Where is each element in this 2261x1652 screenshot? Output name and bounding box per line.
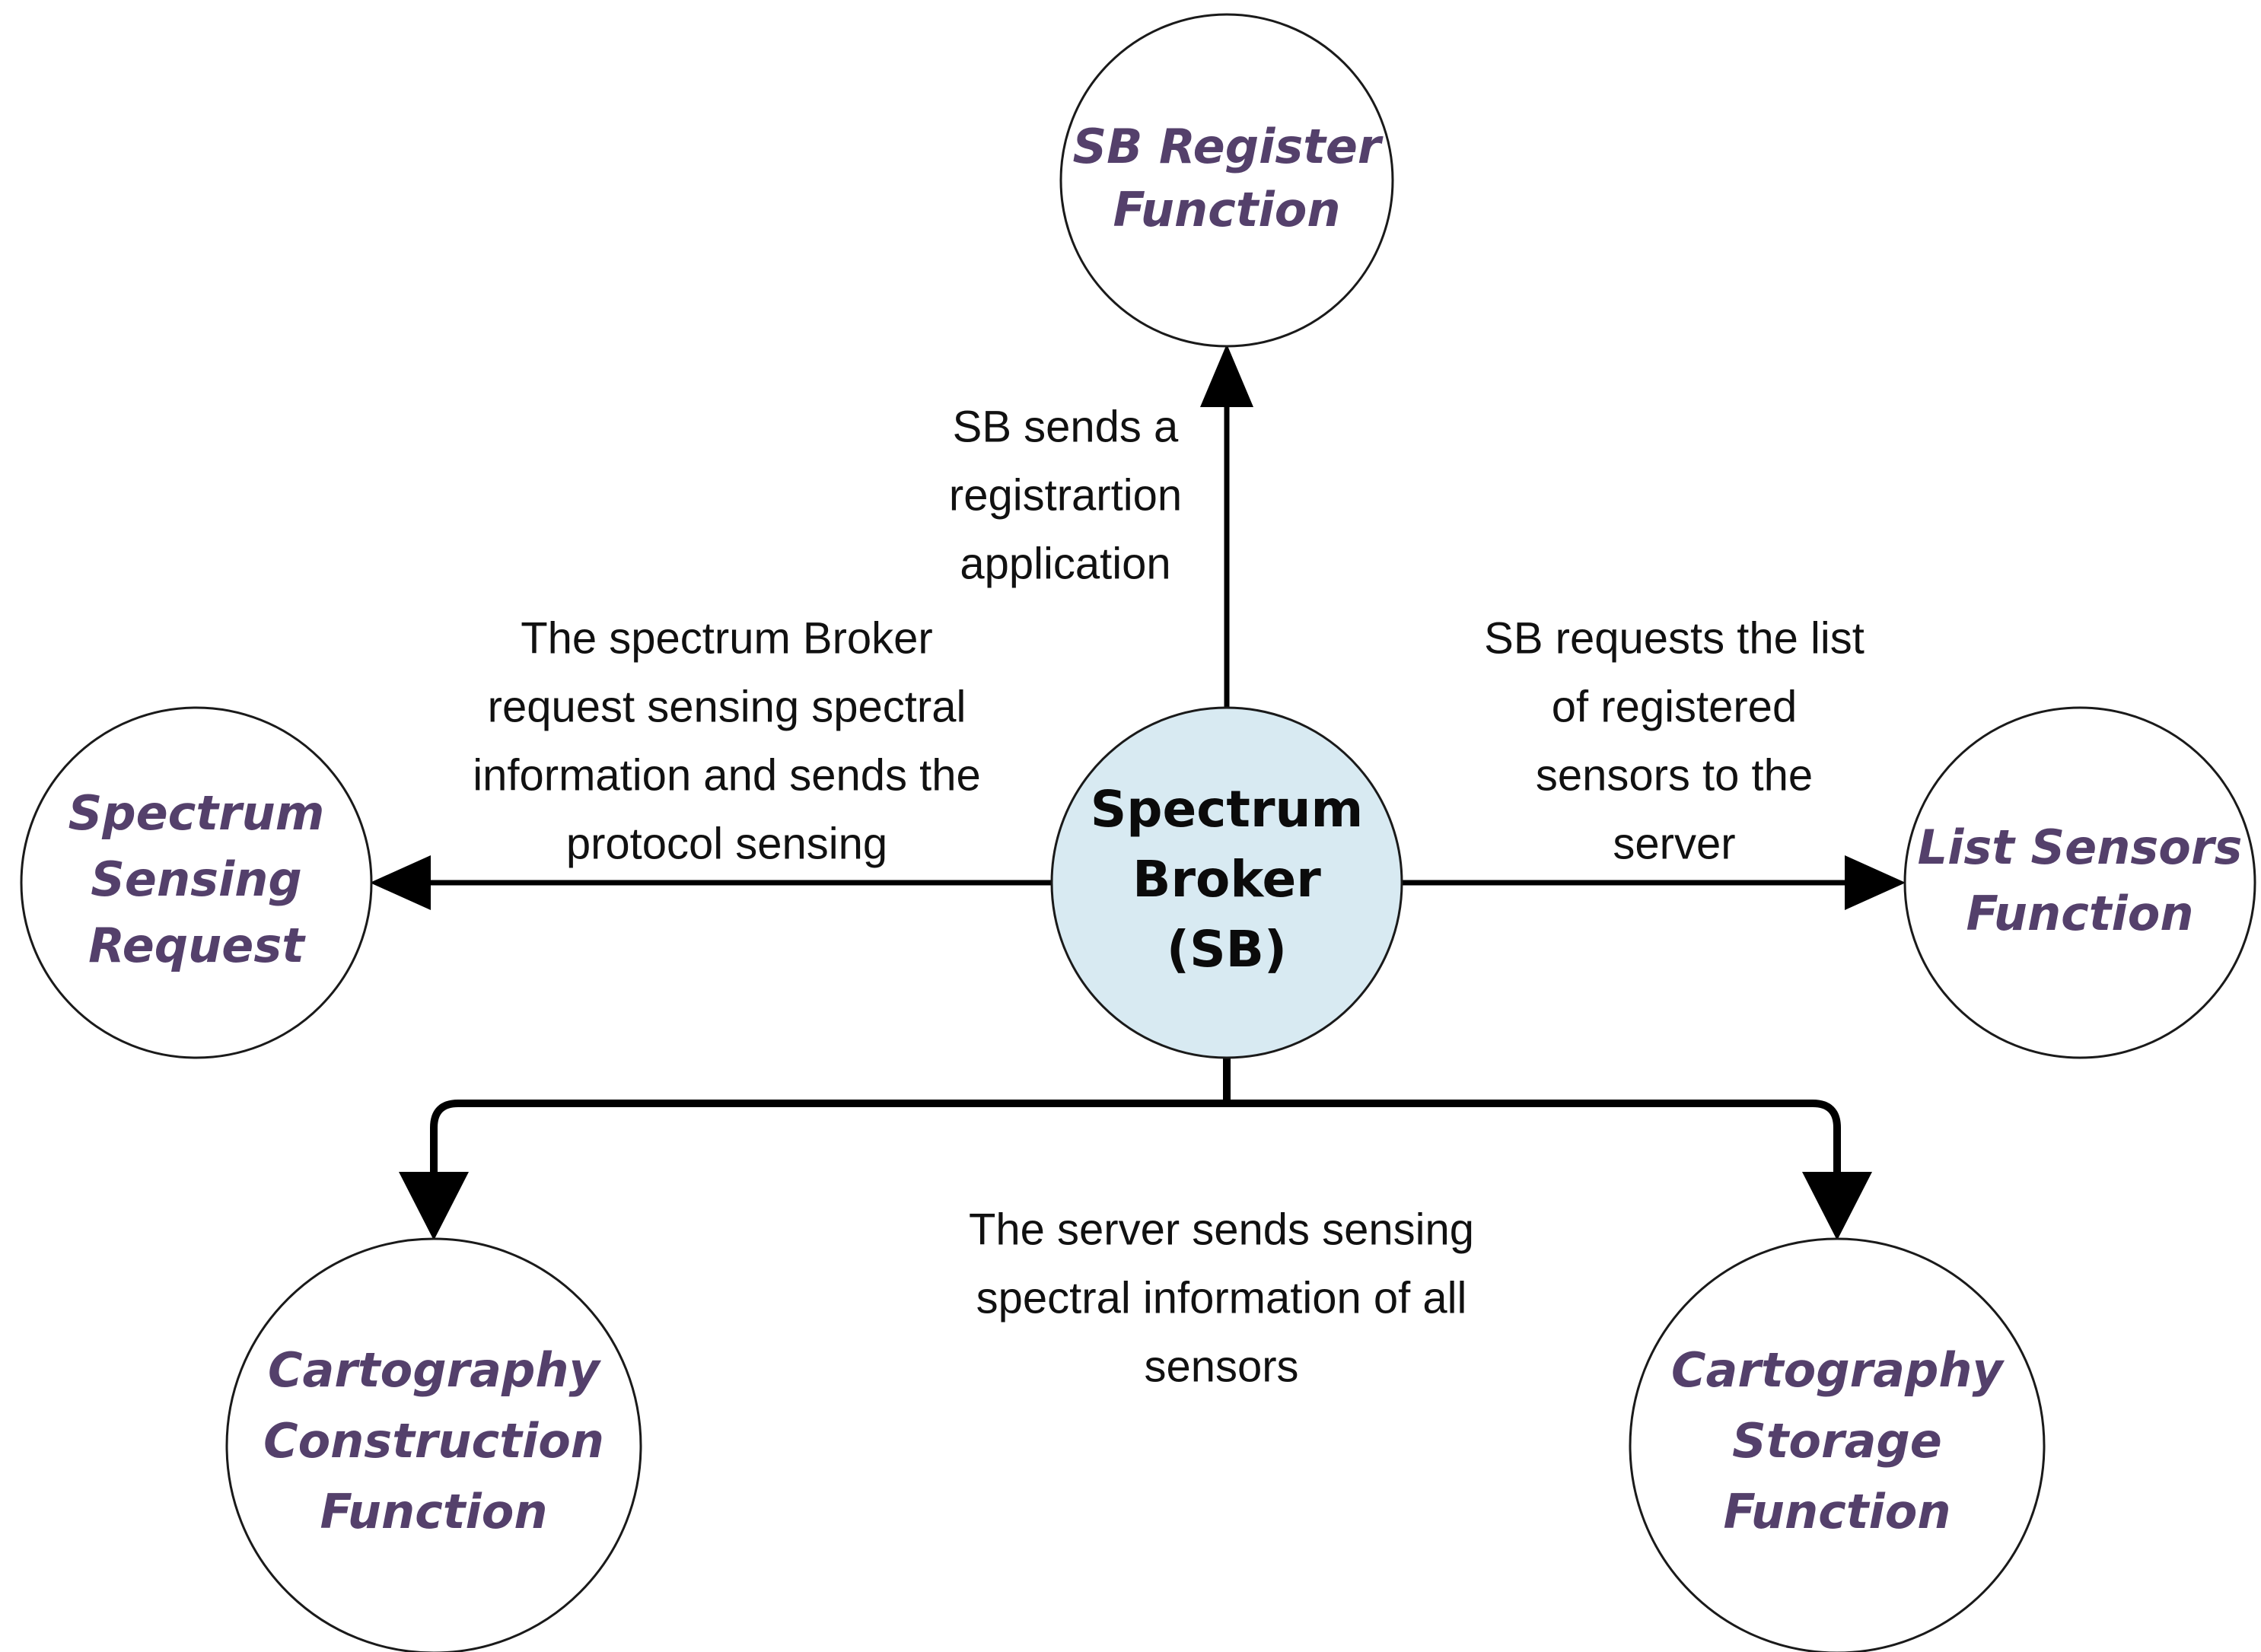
edge-bottom-left-arrowhead bbox=[399, 1172, 469, 1240]
node-cartography-construction-function-circle[interactable] bbox=[225, 1237, 642, 1652]
edge-label-hub-to-top: SB sends a registrartion application bbox=[949, 402, 1182, 588]
edge-hub-to-top-arrowhead bbox=[1200, 344, 1253, 407]
node-spectrum-sensing-request-label-line1: Spectrum bbox=[68, 785, 325, 841]
node-spectrum-broker-hub[interactable]: Spectrum Broker (SB) bbox=[1050, 706, 1403, 1059]
edge-label-hub-to-bottom-line3: sensors bbox=[1144, 1342, 1298, 1391]
edge-label-hub-to-left-line3: information and sends the bbox=[473, 750, 980, 800]
edge-label-hub-to-left: The spectrum Broker request sensing spec… bbox=[473, 613, 980, 868]
edge-label-hub-to-top-line2: registrartion bbox=[949, 470, 1182, 520]
node-spectrum-sensing-request[interactable]: Spectrum Sensing Request bbox=[20, 706, 373, 1059]
edge-label-hub-to-left-line2: request sensing spectral bbox=[488, 682, 966, 731]
edge-label-hub-to-left-line1: The spectrum Broker bbox=[521, 613, 933, 663]
node-cartography-storage-function-label-line2: Storage bbox=[1732, 1413, 1942, 1469]
node-sb-register-function[interactable]: SB Register Function bbox=[1059, 13, 1394, 348]
node-cartography-construction-function-label-line1: Cartography bbox=[268, 1342, 601, 1398]
node-spectrum-broker-circle[interactable] bbox=[1050, 706, 1403, 1059]
edge-label-hub-to-top-line3: application bbox=[960, 539, 1170, 588]
edge-label-hub-to-left-line4: protocol sensing bbox=[566, 819, 887, 868]
edge-label-hub-to-top-line1: SB sends a bbox=[953, 402, 1179, 451]
edge-bottom-right-arrowhead bbox=[1802, 1172, 1872, 1240]
node-spectrum-broker-label-line3: (SB) bbox=[1167, 920, 1287, 979]
edge-label-hub-to-bottom-line2: spectral information of all bbox=[976, 1273, 1467, 1323]
edge-hub-to-left-arrowhead bbox=[370, 855, 431, 910]
node-cartography-construction-function[interactable]: Cartography Construction Function bbox=[225, 1237, 642, 1652]
edge-label-hub-to-bottom-line1: The server sends sensing bbox=[969, 1205, 1474, 1254]
edge-bottom-bus bbox=[430, 1100, 1841, 1195]
edge-hub-to-left bbox=[370, 855, 1052, 910]
edge-hub-to-right-arrowhead bbox=[1845, 855, 1906, 910]
node-cartography-storage-function[interactable]: Cartography Storage Function bbox=[1629, 1237, 2046, 1652]
node-spectrum-sensing-request-circle[interactable] bbox=[20, 706, 373, 1059]
node-cartography-storage-function-label-line3: Function bbox=[1723, 1484, 1951, 1539]
node-list-sensors-function[interactable]: List Sensors Function bbox=[1903, 706, 2256, 1059]
edge-hub-to-right bbox=[1402, 855, 1906, 910]
node-spectrum-broker-label-line2: Broker bbox=[1132, 850, 1321, 909]
node-spectrum-broker-label-line1: Spectrum bbox=[1091, 780, 1364, 839]
node-cartography-storage-function-label-line1: Cartography bbox=[1671, 1342, 2005, 1398]
edge-label-hub-to-right-line2: of registered bbox=[1552, 682, 1797, 731]
edge-label-hub-to-bottom: The server sends sensing spectral inform… bbox=[969, 1205, 1474, 1391]
node-list-sensors-function-label-line1: List Sensors bbox=[1918, 820, 2243, 875]
edge-label-hub-to-right: SB requests the list of registered senso… bbox=[1484, 613, 1865, 868]
node-list-sensors-function-label-line2: Function bbox=[1966, 886, 2193, 941]
edge-hub-to-bottom-split bbox=[399, 1056, 1872, 1240]
node-sb-register-function-circle[interactable] bbox=[1059, 13, 1394, 348]
node-spectrum-sensing-request-label-line3: Request bbox=[88, 918, 306, 973]
node-sb-register-function-label-line2: Function bbox=[1113, 182, 1340, 237]
node-cartography-construction-function-label-line3: Function bbox=[320, 1484, 547, 1539]
node-cartography-construction-function-label-line2: Construction bbox=[263, 1413, 604, 1469]
edge-label-hub-to-right-line1: SB requests the list bbox=[1484, 613, 1865, 663]
node-list-sensors-function-circle[interactable] bbox=[1903, 706, 2256, 1059]
node-sb-register-function-label-line1: SB Register bbox=[1073, 119, 1384, 174]
node-spectrum-sensing-request-label-line2: Sensing bbox=[91, 851, 302, 907]
edge-label-hub-to-right-line3: sensors to the bbox=[1536, 750, 1813, 800]
edge-label-hub-to-right-line4: server bbox=[1613, 819, 1735, 868]
node-cartography-storage-function-circle[interactable] bbox=[1629, 1237, 2046, 1652]
